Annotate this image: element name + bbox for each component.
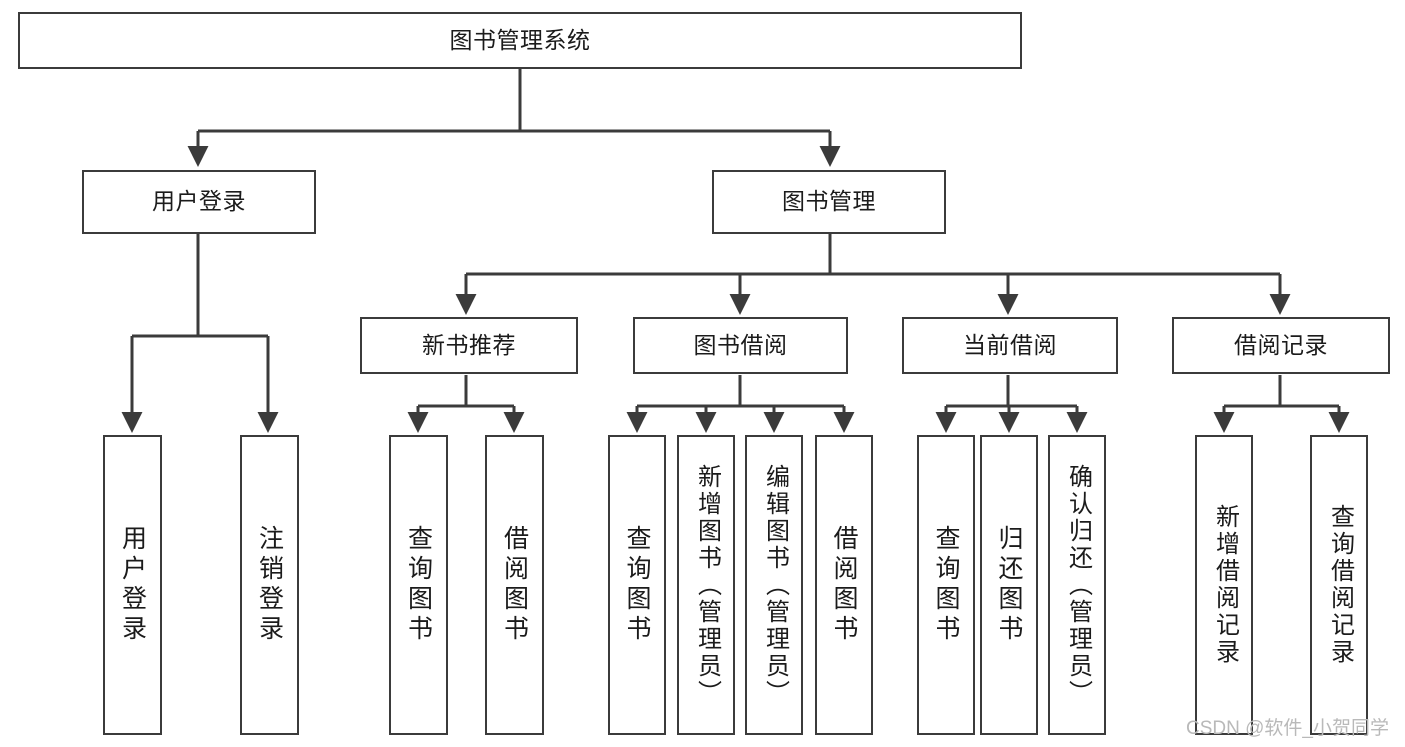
leaf-book-borrow-add-label: 新增图书（管理员） bbox=[693, 463, 721, 707]
leaf-borrow-record-add-label: 新增借阅记录 bbox=[1211, 504, 1239, 666]
leaf-book-borrow-add[interactable]: 新增图书（管理员） bbox=[677, 435, 735, 735]
leaf-user-login-login-label: 用户登录 bbox=[118, 525, 147, 645]
node-root[interactable]: 图书管理系统 bbox=[18, 12, 1022, 69]
leaf-current-borrow-return-label: 归还图书 bbox=[995, 525, 1023, 645]
node-current-borrow-label: 当前借阅 bbox=[963, 331, 1057, 358]
leaf-new-book-borrow[interactable]: 借阅图书 bbox=[485, 435, 544, 735]
node-new-book-recommend-label: 新书推荐 bbox=[422, 331, 516, 358]
leaf-user-login-logout[interactable]: 注销登录 bbox=[240, 435, 299, 735]
node-root-label: 图书管理系统 bbox=[449, 26, 591, 53]
leaf-current-borrow-query-label: 查询图书 bbox=[932, 525, 960, 645]
leaf-user-login-logout-label: 注销登录 bbox=[255, 525, 284, 645]
leaf-borrow-record-query-label: 查询借阅记录 bbox=[1326, 504, 1354, 666]
node-user-login-label: 用户登录 bbox=[152, 188, 246, 215]
node-new-book-recommend[interactable]: 新书推荐 bbox=[360, 317, 578, 374]
leaf-book-borrow-query[interactable]: 查询图书 bbox=[608, 435, 666, 735]
node-book-borrow-label: 图书借阅 bbox=[693, 331, 788, 358]
leaf-book-borrow-borrow-label: 借阅图书 bbox=[830, 525, 858, 645]
leaf-book-borrow-query-label: 查询图书 bbox=[623, 525, 651, 645]
watermark: CSDN @软件_小贺同学 bbox=[1186, 718, 1389, 739]
leaf-book-borrow-edit-label: 编辑图书（管理员） bbox=[761, 463, 789, 707]
leaf-new-book-borrow-label: 借阅图书 bbox=[500, 525, 529, 645]
node-book-management-label: 图书管理 bbox=[782, 188, 876, 215]
leaf-current-borrow-confirm-return-label: 确认归还（管理员） bbox=[1064, 463, 1092, 707]
leaf-current-borrow-confirm-return[interactable]: 确认归还（管理员） bbox=[1048, 435, 1106, 735]
leaf-current-borrow-return[interactable]: 归还图书 bbox=[980, 435, 1038, 735]
leaf-current-borrow-query[interactable]: 查询图书 bbox=[917, 435, 975, 735]
node-book-management[interactable]: 图书管理 bbox=[712, 170, 946, 234]
leaf-borrow-record-add[interactable]: 新增借阅记录 bbox=[1195, 435, 1253, 735]
leaf-new-book-query-label: 查询图书 bbox=[404, 525, 433, 645]
leaf-borrow-record-query[interactable]: 查询借阅记录 bbox=[1310, 435, 1368, 735]
node-borrow-record[interactable]: 借阅记录 bbox=[1172, 317, 1390, 374]
node-current-borrow[interactable]: 当前借阅 bbox=[902, 317, 1118, 374]
leaf-book-borrow-edit[interactable]: 编辑图书（管理员） bbox=[745, 435, 803, 735]
node-borrow-record-label: 借阅记录 bbox=[1234, 331, 1328, 358]
node-user-login[interactable]: 用户登录 bbox=[82, 170, 316, 234]
node-book-borrow[interactable]: 图书借阅 bbox=[633, 317, 848, 374]
leaf-book-borrow-borrow[interactable]: 借阅图书 bbox=[815, 435, 873, 735]
leaf-new-book-query[interactable]: 查询图书 bbox=[389, 435, 448, 735]
leaf-user-login-login[interactable]: 用户登录 bbox=[103, 435, 162, 735]
